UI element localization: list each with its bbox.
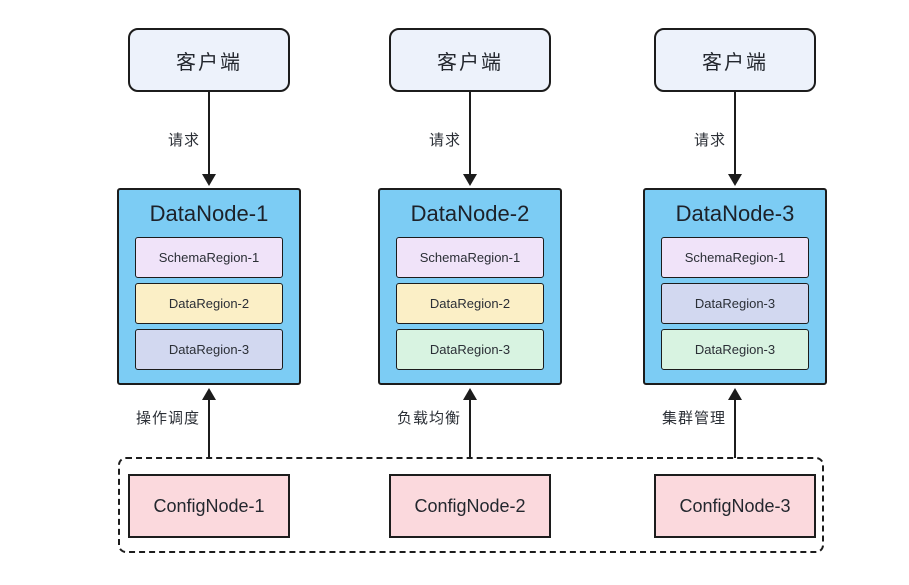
client-label: 客户端 [176,51,242,74]
config-edge-label: 负载均衡 [396,410,461,427]
region-label: SchemaRegion-1 [684,250,786,265]
column-datanode-2: 客户端 请求 DataNode-2 SchemaRegion-1 DataReg… [378,0,562,585]
datanode-2-box: DataNode-2 SchemaRegion-1 DataRegion-2 D… [378,188,562,385]
region-label: DataRegion-3 [429,342,511,357]
region-label: DataRegion-3 [694,296,776,311]
datanode-3-box: DataNode-3 SchemaRegion-1 DataRegion-3 D… [643,188,827,385]
client-label: 客户端 [702,51,768,74]
client-label: 客户端 [437,51,503,74]
datanode-title: DataNode-2 [410,201,530,226]
region-dataregion-2: DataRegion-2 [135,283,283,324]
arrow-line [734,398,736,458]
datanode-title: DataNode-3 [675,201,795,226]
confignode-1-box: ConfigNode-1 [128,474,290,538]
region-dataregion-3: DataRegion-3 [396,329,544,370]
arrow-line [469,398,471,458]
region-schemaregion-1: SchemaRegion-1 [661,237,809,278]
region-label: SchemaRegion-1 [158,250,260,265]
region-label: DataRegion-3 [168,342,250,357]
arrow-line [208,92,210,176]
region-dataregion-3: DataRegion-3 [135,329,283,370]
arrow-up-icon [202,388,216,400]
arrow-up-icon [728,388,742,400]
request-arrow [463,92,477,186]
client-node-2: 客户端 [389,28,551,92]
confignode-2-box: ConfigNode-2 [389,474,551,538]
arrow-line [208,398,210,458]
arrow-line [469,92,471,176]
client-node-1: 客户端 [128,28,290,92]
client-node-3: 客户端 [654,28,816,92]
arrow-up-icon [463,388,477,400]
region-label: DataRegion-3 [694,342,776,357]
datanode-title: DataNode-1 [149,201,269,226]
region-dataregion-3b: DataRegion-3 [661,329,809,370]
arrow-line [734,92,736,176]
confignode-label: ConfigNode-1 [153,495,265,516]
request-arrow [202,92,216,186]
confignode-label: ConfigNode-2 [414,495,526,516]
arrow-down-icon [202,174,216,186]
confignode-label: ConfigNode-3 [679,495,791,516]
region-label: SchemaRegion-1 [419,250,521,265]
region-schemaregion-1: SchemaRegion-1 [135,237,283,278]
region-label: DataRegion-2 [168,296,250,311]
request-edge-label: 请求 [167,132,200,149]
config-arrow [728,388,742,458]
request-edge-label: 请求 [428,132,461,149]
column-datanode-3: 客户端 请求 DataNode-3 SchemaRegion-1 DataReg… [643,0,827,585]
config-edge-label: 集群管理 [661,410,726,427]
region-schemaregion-1: SchemaRegion-1 [396,237,544,278]
column-datanode-1: 客户端 请求 DataNode-1 SchemaRegion-1 DataReg… [117,0,301,585]
arrow-down-icon [728,174,742,186]
region-dataregion-3a: DataRegion-3 [661,283,809,324]
datanode-1-box: DataNode-1 SchemaRegion-1 DataRegion-2 D… [117,188,301,385]
arrow-down-icon [463,174,477,186]
request-arrow [728,92,742,186]
confignode-3-box: ConfigNode-3 [654,474,816,538]
config-arrow [463,388,477,458]
config-edge-label: 操作调度 [135,410,200,427]
region-dataregion-2: DataRegion-2 [396,283,544,324]
config-arrow [202,388,216,458]
region-label: DataRegion-2 [429,296,511,311]
request-edge-label: 请求 [693,132,726,149]
